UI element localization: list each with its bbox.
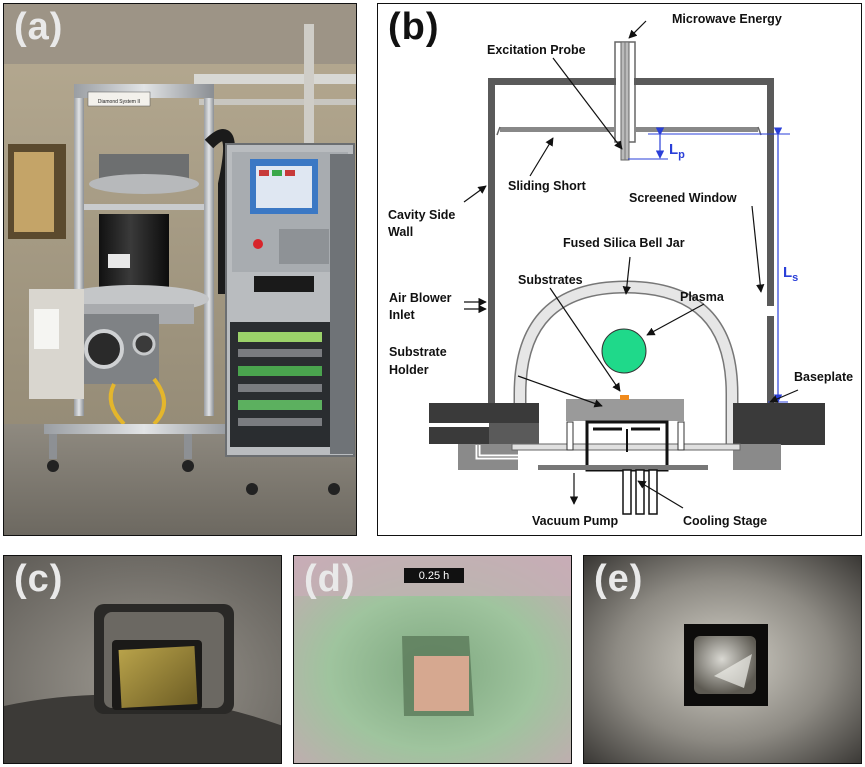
label-lp: Lp xyxy=(669,141,685,161)
timestamp-label: 0.25 h xyxy=(419,570,450,582)
panel-label-a: (a) xyxy=(14,6,64,48)
label-plasma: Plasma xyxy=(680,290,725,304)
substrate xyxy=(620,395,629,400)
label-baseplate: Baseplate xyxy=(794,370,853,384)
label-microwave-energy: Microwave Energy xyxy=(672,12,782,26)
panel-d-plasma-photo: 0.25 h (d) xyxy=(293,555,572,764)
panel-b-reactor-schematic: Microwave Energy Excitation Probe Lp Sli… xyxy=(377,3,862,536)
label-sliding-short: Sliding Short xyxy=(508,179,587,193)
leader-arrows xyxy=(463,20,799,509)
panel-e-grown-diamond-photo: (e) xyxy=(583,555,862,764)
label-cavity-side-wall-1: Cavity Side xyxy=(388,208,455,222)
grown-diamond-illustration xyxy=(584,556,861,763)
cooling-stage-assembly xyxy=(538,420,708,515)
panel-label-b: (b) xyxy=(388,6,440,48)
label-air-blower-1: Air Blower xyxy=(389,291,452,305)
microwave-coax xyxy=(614,41,636,161)
machine-sign: Diamond System II xyxy=(98,99,140,105)
panel-a-reactor-photo: Diamond System II (a) xyxy=(3,3,357,536)
label-fused-silica-bell-jar: Fused Silica Bell Jar xyxy=(563,236,685,250)
label-substrate-holder-1: Substrate xyxy=(389,345,447,359)
label-substrates: Substrates xyxy=(518,273,583,287)
reactor-schematic: Microwave Energy Excitation Probe Lp Sli… xyxy=(388,12,853,528)
label-cavity-side-wall-2: Wall xyxy=(388,225,413,239)
panel-label-d: (d) xyxy=(304,558,356,600)
panel-c-substrate-photo: (c) xyxy=(3,555,282,764)
label-substrate-holder-2: Holder xyxy=(389,363,429,377)
label-cooling-stage: Cooling Stage xyxy=(683,514,767,528)
panel-label-c: (c) xyxy=(14,558,64,600)
substrate-holder xyxy=(566,399,684,421)
dimension-lines xyxy=(628,127,790,403)
cavity-wall xyxy=(488,78,774,406)
label-vacuum-pump: Vacuum Pump xyxy=(532,514,618,528)
substrate-before-illustration xyxy=(4,556,281,763)
label-excitation-probe: Excitation Probe xyxy=(487,43,586,57)
panel-label-e: (e) xyxy=(594,558,644,600)
plasma-growth-illustration: 0.25 h xyxy=(294,556,571,763)
label-screened-window: Screened Window xyxy=(629,191,737,205)
reactor-photo-illustration: Diamond System II xyxy=(4,4,356,535)
plasma-ball xyxy=(601,328,647,374)
label-air-blower-2: Inlet xyxy=(389,308,416,322)
label-ls: Ls xyxy=(783,264,798,284)
timestamp-box xyxy=(404,568,464,583)
